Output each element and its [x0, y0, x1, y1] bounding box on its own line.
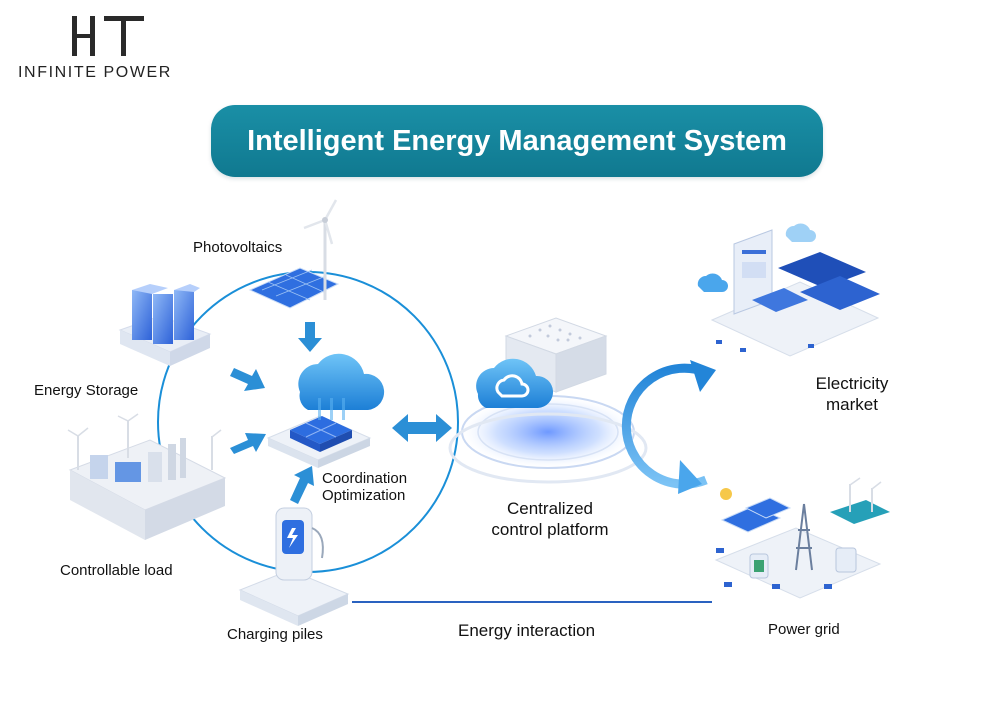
label-market-line1: Electricity — [815, 374, 889, 393]
label-charging-piles: Charging piles — [227, 626, 323, 643]
electricity-market-illustration — [697, 223, 880, 357]
brand-tagline: INFINITE POWER — [18, 64, 172, 81]
cycle-arrow-icon — [621, 360, 716, 494]
label-coordination: Coordination — [322, 470, 408, 487]
label-photovoltaics: Photovoltaics — [193, 239, 283, 256]
arrow-from-photovoltaics — [298, 322, 322, 352]
photovoltaics-illustration — [248, 199, 340, 309]
energy-storage-illustration — [118, 284, 212, 366]
label-controllable-load: Controllable load — [60, 562, 173, 579]
arrow-from-storage — [230, 368, 265, 391]
label-control-platform: Centralized control platform — [470, 498, 630, 540]
page-title: Intelligent Energy Management System — [247, 124, 787, 157]
inflow-arrows — [230, 322, 322, 504]
label-platform-line2: control platform — [491, 520, 609, 539]
label-coordination-optimization: Coordination Optimization — [322, 470, 432, 504]
label-energy-interaction: Energy interaction — [458, 621, 596, 640]
coordination-hub-illustration — [266, 353, 385, 468]
title-banner: Intelligent Energy Management System — [211, 105, 823, 177]
label-platform-line1: Centralized — [507, 499, 593, 518]
charging-pile-illustration — [238, 507, 350, 626]
arrow-from-charging — [290, 466, 314, 504]
ht-logo-icon — [72, 16, 144, 56]
label-power-grid: Power grid — [768, 621, 840, 638]
label-electricity-market: Electricity market — [792, 373, 912, 415]
label-optimization: Optimization — [322, 487, 406, 504]
label-market-line2: market — [826, 395, 878, 414]
label-energy-storage: Energy Storage — [34, 382, 139, 399]
control-platform-illustration — [448, 317, 648, 484]
controllable-load-illustration — [67, 413, 227, 540]
power-grid-illustration — [714, 477, 890, 599]
bidirectional-arrow — [392, 414, 452, 442]
arrow-from-load — [230, 433, 266, 454]
